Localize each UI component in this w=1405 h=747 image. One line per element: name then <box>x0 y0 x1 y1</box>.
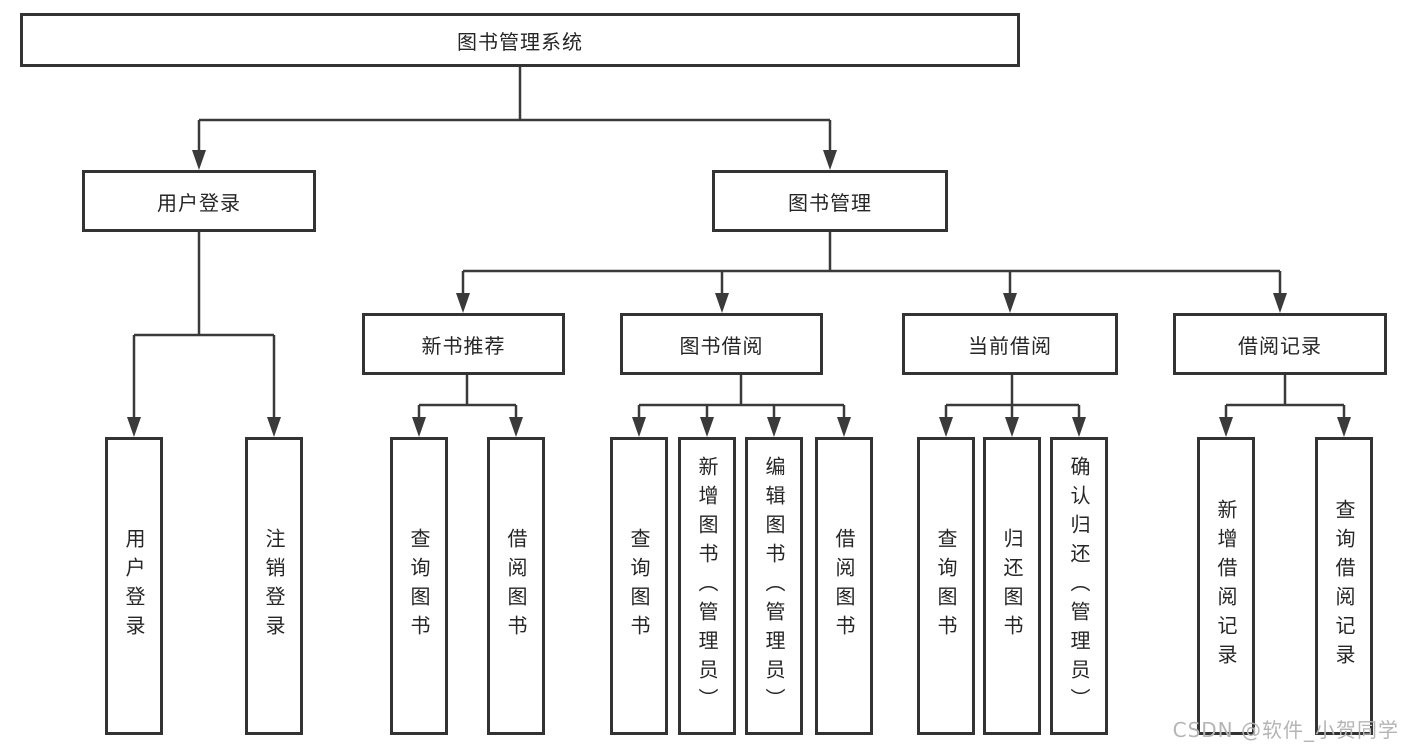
node-new-book-recommend: 新书推荐 <box>362 313 565 375</box>
arrowhead-icon <box>412 417 426 437</box>
node-book-management: 图书管理 <box>712 170 948 232</box>
vnode-logout: 注销登录 <box>245 437 303 735</box>
vnode-return-books: 归还图书 <box>983 437 1041 735</box>
vnode-query-books-current-label: 查询图书 <box>934 528 958 644</box>
vnode-logout-label: 注销登录 <box>262 528 286 644</box>
connector-book-management-to-children <box>456 232 1287 313</box>
vnode-query-books-recommend-label: 查询图书 <box>407 528 431 644</box>
vnode-query-books-current: 查询图书 <box>917 437 975 735</box>
vnode-borrow-books-recommend: 借阅图书 <box>487 437 545 735</box>
arrowhead-icon <box>267 417 281 437</box>
node-user-login-label: 用户登录 <box>157 190 241 215</box>
vnode-query-borrow-record: 查询借阅记录 <box>1315 437 1373 735</box>
vnode-confirm-return-admin-label: 确认归还（管理员） <box>1067 455 1091 717</box>
node-current-borrow: 当前借阅 <box>902 313 1118 375</box>
vnode-edit-book-admin: 编辑图书（管理员） <box>745 437 803 735</box>
node-book-management-label: 图书管理 <box>788 190 872 215</box>
arrowhead-icon <box>1005 417 1019 437</box>
vnode-borrow-books-recommend-label: 借阅图书 <box>504 528 528 644</box>
connector-book-borrow-to-children <box>632 375 851 437</box>
arrowhead-icon <box>715 293 729 313</box>
node-borrow-records: 借阅记录 <box>1173 313 1387 375</box>
connector-current-borrow-to-children <box>939 375 1086 437</box>
arrowhead-icon <box>632 417 646 437</box>
node-book-borrow-label: 图书借阅 <box>679 333 764 358</box>
arrowhead-icon <box>192 150 206 170</box>
arrowhead-icon <box>767 417 781 437</box>
arrowhead-icon <box>823 150 837 170</box>
node-library-system: 图书管理系统 <box>20 13 1020 67</box>
vnode-borrow-books-label: 借阅图书 <box>832 528 856 644</box>
vnode-add-book-admin-label: 新增图书（管理员） <box>695 455 719 717</box>
arrowhead-icon <box>837 417 851 437</box>
vnode-borrow-books: 借阅图书 <box>815 437 873 735</box>
vnode-query-books-borrow-label: 查询图书 <box>627 528 651 644</box>
arrowhead-icon <box>1219 417 1233 437</box>
connector-borrow-records-to-children <box>1219 375 1351 437</box>
node-new-book-recommend-label: 新书推荐 <box>421 333 506 358</box>
arrowhead-icon <box>1337 417 1351 437</box>
vnode-edit-book-admin-label: 编辑图书（管理员） <box>762 455 786 717</box>
vnode-user-login: 用户登录 <box>105 437 163 735</box>
arrowhead-icon <box>127 417 141 437</box>
arrowhead-icon <box>939 417 953 437</box>
node-borrow-records-label: 借阅记录 <box>1238 333 1322 358</box>
vnode-return-books-label: 归还图书 <box>1000 528 1024 644</box>
vnode-user-login-label: 用户登录 <box>122 528 146 644</box>
arrowhead-icon <box>1072 417 1086 437</box>
vnode-query-borrow-record-label: 查询借阅记录 <box>1332 499 1356 673</box>
connector-new-book-to-children <box>412 375 523 437</box>
connector-user-login-to-children <box>127 232 281 437</box>
vnode-add-book-admin: 新增图书（管理员） <box>678 437 736 735</box>
csdn-watermark: CSDN @软件_小贺同学 <box>1172 718 1399 742</box>
node-book-borrow: 图书借阅 <box>620 313 823 375</box>
node-current-borrow-label: 当前借阅 <box>968 333 1052 358</box>
connector-root-to-level2 <box>192 67 837 170</box>
node-library-system-label: 图书管理系统 <box>457 29 583 54</box>
vnode-add-borrow-record-label: 新增借阅记录 <box>1214 499 1238 673</box>
vnode-query-books-borrow: 查询图书 <box>610 437 668 735</box>
arrowhead-icon <box>456 293 470 313</box>
arrowhead-icon <box>1003 293 1017 313</box>
arrowhead-icon <box>1273 293 1287 313</box>
vnode-confirm-return-admin: 确认归还（管理员） <box>1050 437 1108 735</box>
arrowhead-icon <box>700 417 714 437</box>
arrowhead-icon <box>509 417 523 437</box>
vnode-add-borrow-record: 新增借阅记录 <box>1197 437 1255 735</box>
node-user-login: 用户登录 <box>82 170 316 232</box>
vnode-query-books-recommend: 查询图书 <box>390 437 448 735</box>
